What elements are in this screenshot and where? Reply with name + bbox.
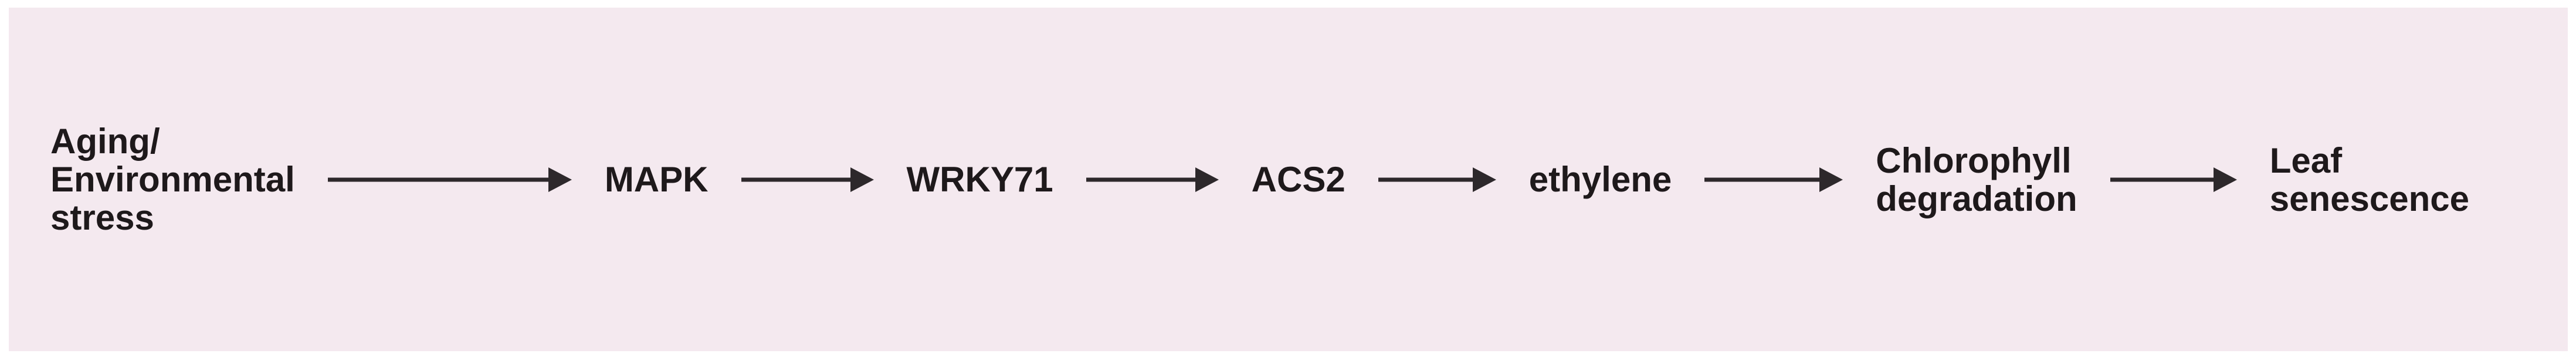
node-chlorophyll-degradation: Chlorophyll degradation [1876,140,2077,218]
node-leaf-senescence: Leaf senescence [2269,140,2469,218]
flow-arrow-icon [327,167,572,192]
node-aging-environmental-stress: Aging/ Environmental stress [50,122,295,237]
flow-arrow-icon [2110,167,2237,192]
node-mapk: MAPK [604,160,709,199]
pathway-flow: Aging/ Environmental stress MAPK WRKY71 … [9,8,2568,351]
node-wrky71: WRKY71 [906,160,1053,199]
diagram-panel: Aging/ Environmental stress MAPK WRKY71 … [9,8,2568,351]
node-acs2: ACS2 [1251,160,1345,199]
flow-arrow-icon [741,167,874,192]
flow-arrow-icon [1086,167,1219,192]
flow-arrow-icon [1378,167,1496,192]
flow-arrow-icon [1704,167,1843,192]
node-ethylene: ethylene [1528,160,1672,199]
